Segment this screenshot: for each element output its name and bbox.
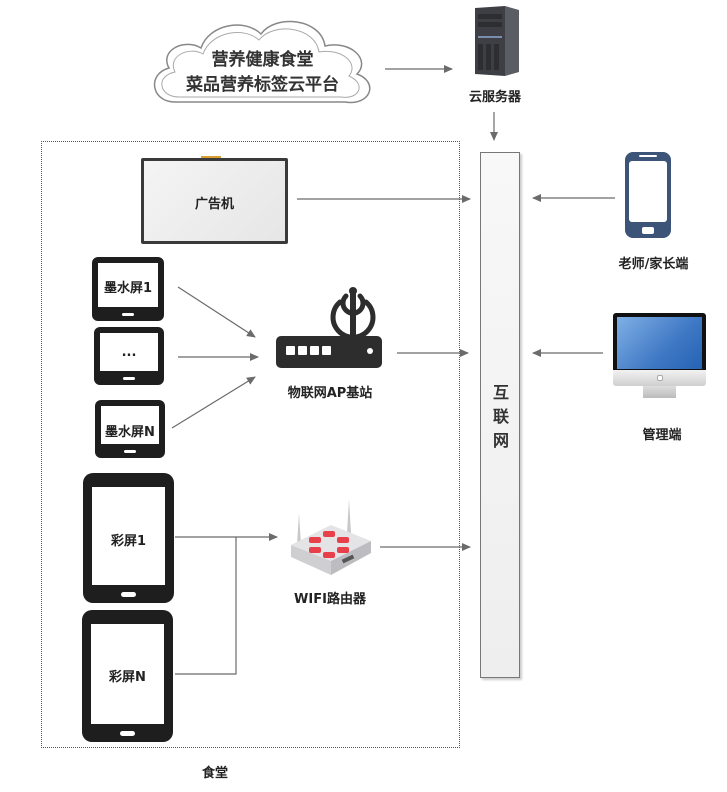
eink-screen-n: 墨水屏N: [95, 400, 165, 458]
canteen-region: [41, 141, 460, 748]
wifi-router-icon: [287, 495, 373, 575]
wifi-router-label: WIFI路由器: [294, 592, 366, 607]
admin-client-label: 管理端: [642, 428, 682, 443]
arrow-einkN-to-ap: [171, 376, 256, 429]
iot-ap-icon: [276, 258, 382, 368]
eink-screen-dots: ...: [94, 327, 164, 385]
server-label: 云服务器: [468, 90, 521, 105]
eink-screen-dots-label: ...: [121, 345, 137, 360]
canteen-label: 食堂: [201, 766, 228, 781]
mobile-phone-icon: [625, 152, 671, 238]
line-colorN-to-router: [175, 537, 237, 675]
cloud-title-line2: 菜品营养标签云平台: [186, 75, 339, 95]
mobile-client-label: 老师/家长端: [618, 257, 689, 272]
color-screen-1: 彩屏1: [83, 473, 174, 603]
ad-machine: 广告机: [141, 156, 288, 244]
iot-ap-label: 物联网AP基站: [287, 386, 373, 401]
server-icon: [475, 4, 519, 76]
eink-screen-1: 墨水屏1: [92, 257, 164, 321]
ad-machine-label: 广告机: [194, 197, 234, 212]
color-screen-n: 彩屏N: [82, 610, 173, 742]
internet-bar: 互联网: [480, 152, 520, 678]
monitor-icon: [613, 313, 706, 403]
color-screen-n-label: 彩屏N: [109, 670, 146, 685]
arrow-eink1-to-ap: [177, 286, 256, 338]
cloud-platform: 营养健康食堂 菜品营养标签云平台: [145, 10, 380, 110]
internet-label: 互联网: [493, 383, 510, 450]
color-screen-1-label: 彩屏1: [110, 534, 147, 549]
eink-screen-1-label: 墨水屏1: [103, 281, 153, 296]
eink-screen-n-label: 墨水屏N: [105, 425, 155, 440]
cloud-title-line1: 营养健康食堂: [211, 50, 314, 70]
cloud-icon: [153, 20, 371, 104]
